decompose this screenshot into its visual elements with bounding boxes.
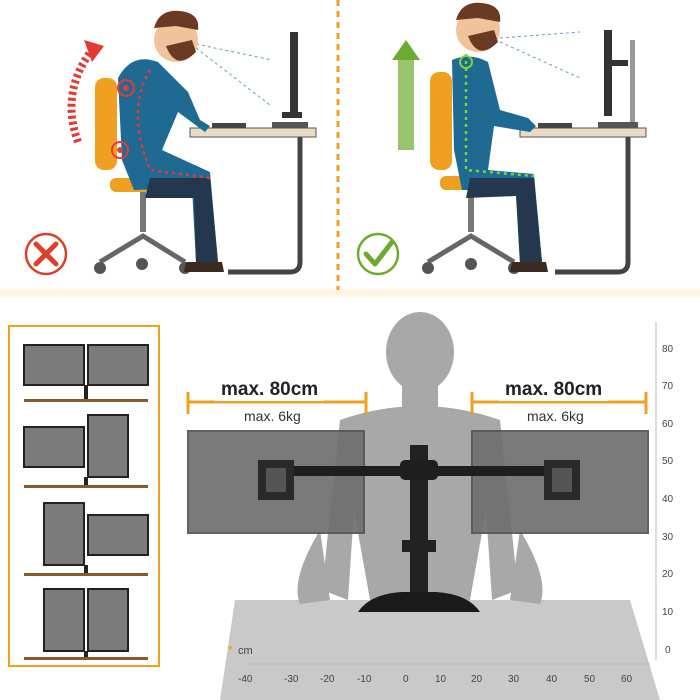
unit-marker: * <box>228 644 233 656</box>
h-tick-neg40: -40 <box>238 674 253 685</box>
v-tick-80: 80 <box>662 344 674 355</box>
bad-posture-scene <box>67 10 317 275</box>
right-weight-label: max. 6kg <box>527 408 584 424</box>
check-icon <box>356 232 400 276</box>
h-tick-neg30: -30 <box>284 674 299 685</box>
v-tick-20: 20 <box>662 569 674 580</box>
right-span-bracket <box>470 392 648 414</box>
monitor-arrangements-panel <box>8 325 160 667</box>
v-tick-10: 10 <box>662 607 674 618</box>
h-tick-60: 60 <box>621 674 633 685</box>
good-posture-scene <box>392 2 647 275</box>
arrangement-portrait-landscape <box>24 502 149 576</box>
v-tick-0: 0 <box>665 645 671 656</box>
h-tick-30: 30 <box>508 674 520 685</box>
h-tick-neg10: -10 <box>357 674 372 685</box>
v-tick-70: 70 <box>662 381 674 392</box>
left-span-label: max. 80cm <box>215 379 325 401</box>
v-tick-30: 30 <box>662 532 674 543</box>
arrangement-portrait-portrait <box>24 588 148 660</box>
posture-comparison <box>0 0 700 300</box>
unit-label: cm <box>238 645 253 657</box>
h-tick-50: 50 <box>584 674 596 685</box>
h-tick-0: 0 <box>403 674 409 685</box>
monitor-stand <box>258 445 580 612</box>
cross-icon <box>24 232 68 276</box>
h-tick-40: 40 <box>546 674 558 685</box>
v-tick-60: 60 <box>662 419 674 430</box>
left-weight-label: max. 6kg <box>244 408 301 424</box>
arrangement-landscape-portrait <box>23 414 148 488</box>
h-tick-20: 20 <box>471 674 483 685</box>
h-tick-10: 10 <box>435 674 447 685</box>
v-tick-40: 40 <box>662 494 674 505</box>
h-tick-neg20: -20 <box>320 674 335 685</box>
arrangement-landscape-landscape <box>23 344 149 402</box>
left-span-bracket <box>186 392 368 414</box>
right-span-label: max. 80cm <box>499 379 609 401</box>
v-tick-50: 50 <box>662 456 674 467</box>
product-scene <box>170 300 700 700</box>
